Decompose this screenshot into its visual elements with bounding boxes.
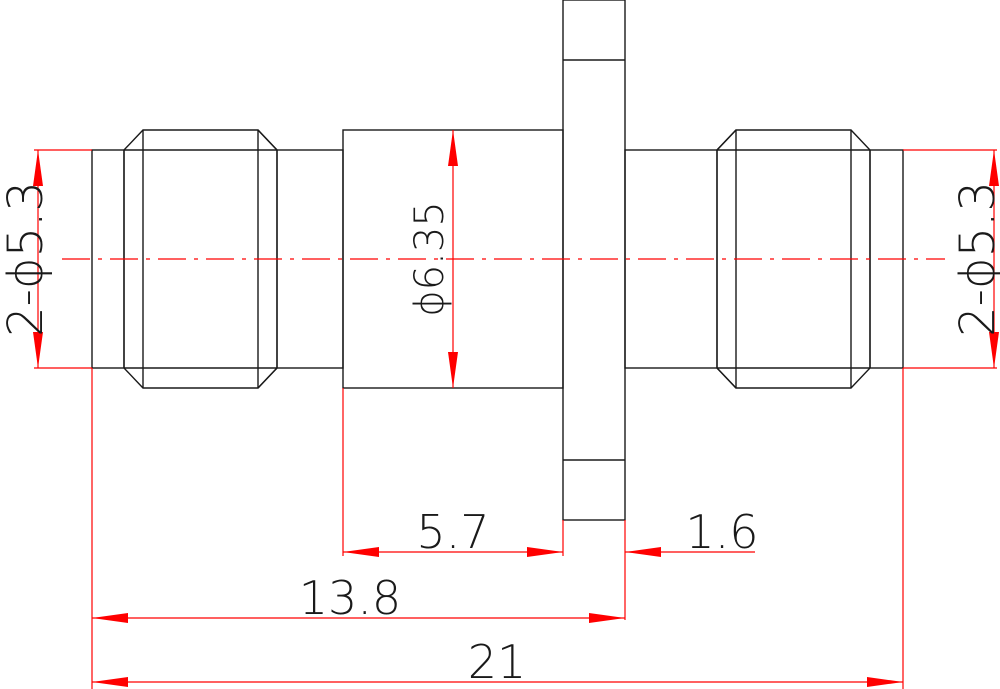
arrow-icon — [625, 547, 661, 557]
arrow-icon — [92, 677, 128, 687]
body-length-label: 5.7 — [416, 505, 489, 559]
right-hex-nut-chamfer — [716, 367, 737, 389]
arrow-icon — [867, 677, 903, 687]
flange — [562, 0, 626, 521]
arrow-icon — [989, 150, 999, 186]
arrow-icon — [92, 613, 128, 623]
right-diameter-label: 2-ϕ5.3 — [950, 181, 1000, 337]
arrow-icon — [448, 352, 458, 388]
arrow-icon — [589, 613, 625, 623]
arrow-icon — [33, 150, 43, 186]
arrow-icon — [448, 130, 458, 166]
body-diameter-label: ϕ6.35 — [407, 201, 453, 316]
overall-length-label: 21 — [468, 635, 527, 689]
left-diameter-label: 2-ϕ5.3 — [0, 181, 54, 337]
arrow-icon — [989, 332, 999, 368]
dimension-labels: 2-ϕ5.3 2-ϕ5.3 ϕ6.35 5.7 1.6 13.8 21 — [0, 181, 1000, 689]
left-hex-nut-chamfer — [257, 367, 278, 389]
right-hex-nut-chamfer — [716, 129, 737, 151]
arrow-icon — [343, 547, 379, 557]
connector-outline — [91, 0, 904, 521]
dimension-lines — [33, 130, 999, 689]
flange-thickness-label: 1.6 — [685, 505, 758, 559]
partial-length-label: 13.8 — [299, 571, 401, 625]
left-hex-nut-chamfer — [257, 129, 278, 151]
arrow-icon — [33, 332, 43, 368]
arrow-icon — [527, 547, 563, 557]
